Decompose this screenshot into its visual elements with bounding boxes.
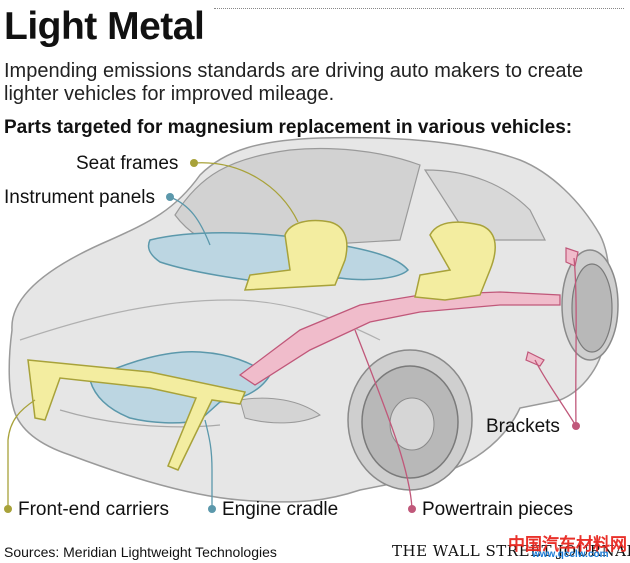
label-seat-frames: Seat frames xyxy=(76,153,179,174)
powertrain-part xyxy=(238,291,561,386)
front-end-carriers-dot xyxy=(4,505,12,513)
side-window xyxy=(423,169,546,241)
brackets-leader-bottom xyxy=(534,359,577,427)
label-brackets: Brackets xyxy=(486,416,560,437)
brackets-dot xyxy=(572,422,580,430)
instrument-panels-dot xyxy=(166,193,174,201)
front-end-carrier-part xyxy=(27,359,247,471)
source-note: Sources: Meridian Lightweight Technologi… xyxy=(4,544,277,560)
front-end-carriers-leader xyxy=(7,399,36,509)
engine-cradle-leader xyxy=(204,419,213,509)
powertrain-dot xyxy=(408,505,416,513)
seat-frames-leader xyxy=(193,162,299,223)
label-instrument-panels: Instrument panels xyxy=(4,187,156,208)
headlight xyxy=(239,397,321,424)
page-title: Light Metal xyxy=(4,5,205,48)
section-heading: Parts targeted for magnesium replacement… xyxy=(4,117,573,138)
label-front-end-carriers: Front-end carriers xyxy=(18,499,169,520)
watermark-url: www.qcclw.com xyxy=(532,549,609,560)
front-hub xyxy=(389,397,435,451)
leader-lines xyxy=(7,162,577,510)
seat-frame-right xyxy=(414,221,496,301)
engine-cradle-dot xyxy=(208,505,216,513)
powertrain-leader xyxy=(354,329,413,510)
rear-wheel xyxy=(571,263,613,353)
brackets-leader-top xyxy=(573,257,577,427)
top-rule xyxy=(214,8,624,9)
watermark: 中国汽车材料网 xyxy=(508,535,627,554)
subtitle: Impending emissions standards are drivin… xyxy=(4,60,584,105)
bracket-part xyxy=(525,351,545,367)
label-powertrain-pieces: Powertrain pieces xyxy=(422,499,574,520)
seat-frames-dot xyxy=(190,159,198,167)
seat-frame-left xyxy=(243,219,348,291)
label-engine-cradle: Engine cradle xyxy=(222,499,339,520)
grille xyxy=(59,409,221,428)
publisher-logo: THE WALL STREET JOURNAL. xyxy=(392,542,630,560)
instrument-panels-leader xyxy=(169,196,211,246)
